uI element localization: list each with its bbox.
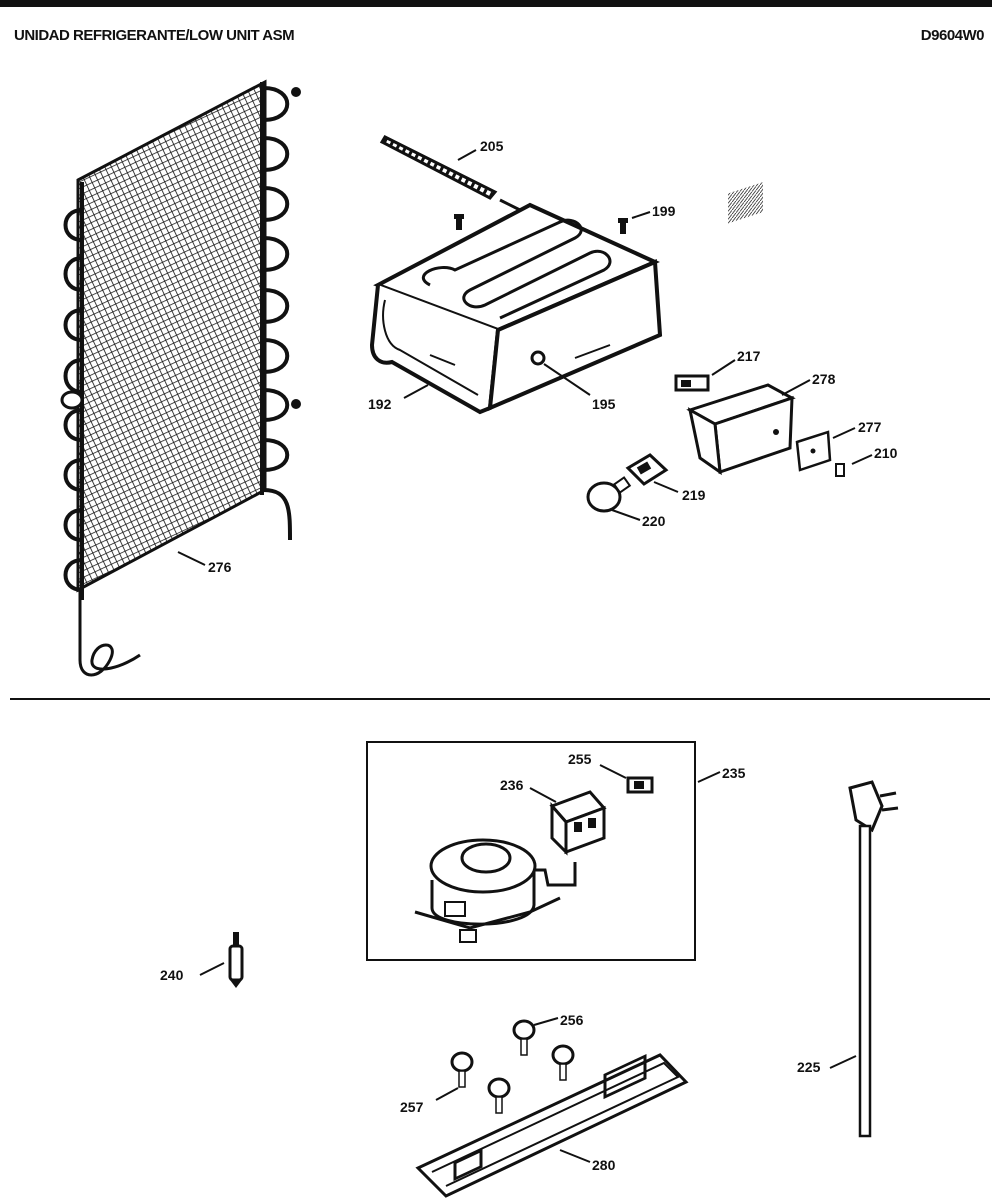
switch-217	[674, 359, 736, 392]
screw-210	[835, 454, 873, 477]
compressor	[414, 838, 577, 943]
bulb-220	[586, 476, 641, 521]
label-240-drier: 240	[160, 967, 184, 983]
drier-240	[199, 932, 244, 988]
label-257-pin: 257	[400, 1099, 424, 1115]
label-220-bulb: 220	[642, 513, 666, 529]
section-divider	[10, 698, 990, 700]
label-192-evaporator: 192	[368, 396, 392, 412]
plate-277	[795, 427, 856, 472]
label-278-shield: 278	[812, 371, 836, 387]
label-276-condenser: 276	[208, 559, 232, 575]
label-256-grommet: 256	[560, 1012, 584, 1028]
condenser	[60, 79, 301, 677]
label-219-socket: 219	[682, 487, 706, 503]
overload-255	[599, 764, 654, 794]
light-shield-278	[686, 182, 811, 476]
label-195-grommet: 195	[592, 396, 616, 412]
socket-219	[625, 453, 679, 493]
header-rule	[0, 0, 992, 7]
relay-236	[529, 787, 607, 856]
label-280-rail: 280	[592, 1157, 616, 1173]
mounting-rail-280	[415, 1053, 689, 1198]
diagram-code: D9604W0	[920, 27, 985, 44]
label-277-plate: 277	[858, 419, 882, 435]
label-225-cord: 225	[797, 1059, 821, 1075]
label-255-overload: 255	[568, 751, 592, 767]
label-236-relay: 236	[500, 777, 524, 793]
grommets-257	[435, 1051, 511, 1114]
heater-tube	[379, 135, 521, 212]
evaporator	[369, 202, 663, 415]
label-235-compressor: 235	[722, 765, 746, 781]
label-205-heater: 205	[480, 138, 504, 154]
label-210-screw: 210	[874, 445, 898, 461]
label-217-switch: 217	[737, 348, 761, 364]
screw-199	[454, 211, 651, 234]
compressor-kit-box	[366, 741, 696, 961]
grommets-256	[512, 1017, 575, 1081]
diagram-title: UNIDAD REFRIGERANTE/LOW UNIT ASM	[14, 27, 295, 44]
power-cord-225	[829, 780, 899, 1138]
label-199-screw: 199	[652, 203, 676, 219]
